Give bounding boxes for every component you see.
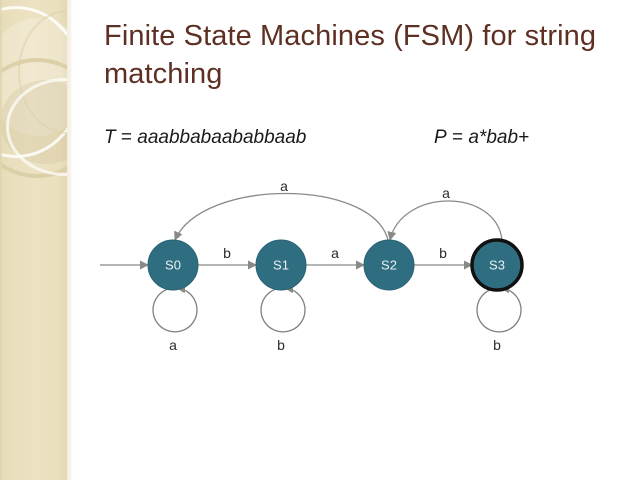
state-label-s1: S1 xyxy=(273,258,289,273)
self-loop-s3 xyxy=(476,284,522,333)
sidebar-left-rule xyxy=(0,0,2,480)
self-loop-label-s1: b xyxy=(277,337,285,353)
slide-sidebar-decoration xyxy=(0,0,67,480)
pattern-definition-value: a*bab+ xyxy=(468,127,530,148)
text-definition-label: T xyxy=(104,127,116,148)
text-definition: T = aaabbabaababbaab xyxy=(104,127,306,149)
edge-label-s3-s2: a xyxy=(442,185,450,201)
text-definition-value: aaabbabaababbaab xyxy=(137,127,307,148)
state-label-s2: S2 xyxy=(381,258,397,273)
self-loop-label-s3: b xyxy=(493,337,501,353)
edge-label-s2-s3: b xyxy=(439,245,447,261)
pattern-definition: P = a*bab+ xyxy=(434,127,529,149)
state-node-s2[interactable] xyxy=(363,239,415,291)
sidebar-edge-gradient xyxy=(67,0,73,480)
state-label-s0: S0 xyxy=(165,258,181,273)
edge-label-s1-s2: a xyxy=(331,245,339,261)
fsm-diagram: S0 S1 S2 S3 b a b a a a b b xyxy=(72,160,640,390)
edge-label-s0-s1: b xyxy=(223,245,231,261)
edge-s3-s2-arc xyxy=(387,200,503,241)
text-definition-equals: = xyxy=(120,127,132,148)
definitions-row: T = aaabbabaababbaab P = a*bab+ xyxy=(104,127,604,153)
pattern-definition-equals: = xyxy=(451,127,464,148)
state-node-s1[interactable] xyxy=(255,239,307,291)
sidebar-ring-tan-icon xyxy=(0,58,67,178)
state-node-s3[interactable] xyxy=(470,238,524,292)
state-label-s3: S3 xyxy=(489,258,505,273)
edge-s2-s0-arc xyxy=(174,192,389,241)
self-loop-label-s0: a xyxy=(169,337,177,353)
pattern-definition-label: P xyxy=(434,127,447,148)
edge-label-s2-s0: a xyxy=(280,178,288,194)
page-title: Finite State Machines (FSM) for string m… xyxy=(104,20,597,90)
self-loop-s0 xyxy=(152,284,198,333)
self-loop-s1 xyxy=(260,284,306,333)
state-node-s0[interactable] xyxy=(147,239,199,291)
fsm-diagram-svg: S0 S1 S2 S3 b a b a a a b b xyxy=(100,178,524,353)
